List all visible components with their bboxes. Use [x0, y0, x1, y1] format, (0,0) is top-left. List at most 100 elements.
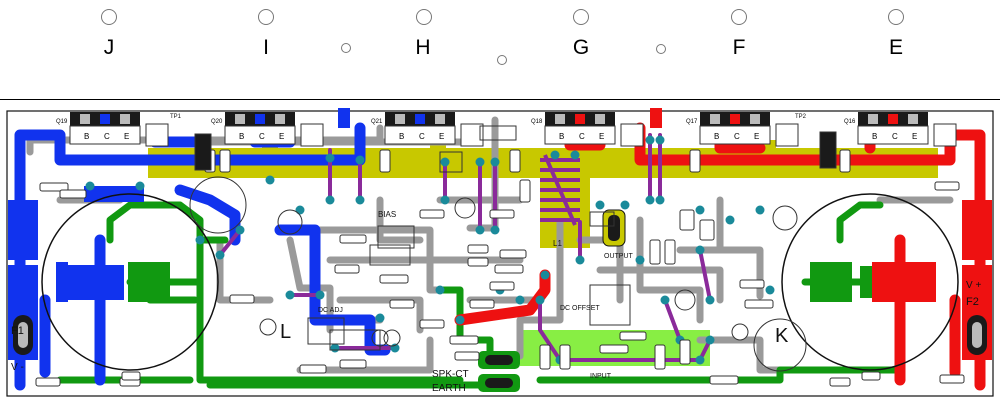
resistor-body: [709, 375, 739, 385]
pad: [725, 215, 735, 225]
component-outline: [479, 125, 517, 141]
pad: [455, 315, 465, 325]
transistor-pin-pad: [120, 114, 130, 124]
pad: [355, 155, 365, 165]
column-letter-e: E: [888, 36, 903, 59]
resistor-body: [339, 359, 367, 369]
resistor-body: [679, 339, 691, 365]
transistor-body: [699, 125, 771, 145]
pad: [645, 195, 655, 205]
mounting-hole: [731, 9, 747, 25]
transistor-pin-pad: [575, 114, 585, 124]
big-label-k: K: [775, 325, 789, 347]
transistor-pin-label: B: [399, 132, 404, 141]
pad: [195, 235, 205, 245]
column-letter-g: G: [572, 36, 590, 59]
emitter-resistor-body: [775, 123, 799, 147]
tp-label-1: TP1: [170, 114, 182, 120]
pad: [695, 205, 705, 215]
transistor-label: Q21: [371, 119, 383, 125]
mounting-hole: [101, 9, 117, 25]
device-outline: [371, 329, 389, 347]
component-outline: [377, 225, 415, 249]
pad: [490, 225, 500, 235]
pad: [235, 225, 245, 235]
mounting-hole: [258, 9, 274, 25]
pad: [330, 343, 340, 353]
resistor-body: [334, 264, 360, 274]
component-outline: [589, 211, 615, 227]
transistor-pin-label: C: [419, 132, 425, 141]
pad: [620, 200, 630, 210]
resistor-body: [689, 149, 701, 173]
bias-label: BIAS: [378, 210, 396, 219]
board-mounting-hole: [731, 323, 749, 341]
transistor-pin-label: B: [714, 132, 719, 141]
pad: [285, 290, 295, 300]
pad: [435, 285, 445, 295]
transistor-pin-pad: [255, 114, 265, 124]
transistor-pin-pad: [750, 114, 760, 124]
pad: [535, 295, 545, 305]
spk-label: SPK-CT: [432, 369, 469, 380]
transistor-pin-label: E: [912, 132, 917, 141]
output-coil-l1: [540, 154, 580, 226]
pad: [440, 157, 450, 167]
output-label: OUTPUT: [604, 253, 634, 260]
resistor-body: [654, 344, 666, 370]
transistor-body: [544, 125, 616, 145]
resistor-body: [839, 149, 851, 173]
transistor-pin-label: C: [259, 132, 265, 141]
resistor-body: [939, 374, 965, 384]
pad: [440, 195, 450, 205]
resistor-body: [389, 299, 415, 309]
negative-rail-blocks: [8, 108, 350, 360]
transistor-pin-pad: [730, 114, 740, 124]
tp-label-2: TP2: [795, 114, 807, 120]
resistor-body: [739, 279, 765, 289]
resistor-body: [299, 364, 327, 374]
mounting-hole: [656, 44, 666, 54]
mounting-hole: [416, 9, 432, 25]
emitter-resistor-body: [300, 123, 324, 147]
board-mounting-hole: [259, 318, 277, 336]
transistor-body: [384, 125, 456, 145]
resistor-body: [539, 344, 551, 370]
pad: [705, 335, 715, 345]
pad: [85, 181, 95, 191]
transistor-pin-label: E: [279, 132, 284, 141]
transistor-pin-pad: [555, 114, 565, 124]
resistor-body: [649, 239, 661, 265]
transistor-pin-label: E: [439, 132, 444, 141]
big-label-l: L: [280, 321, 291, 343]
transistor-body: [224, 125, 296, 145]
pad: [655, 135, 665, 145]
resistor-body: [419, 209, 445, 219]
pad: [515, 295, 525, 305]
transistor-pin-label: C: [892, 132, 898, 141]
pad: [375, 313, 385, 323]
resistor-body: [744, 299, 774, 309]
device-outline: [753, 318, 807, 372]
pad: [575, 255, 585, 265]
transistor-label: Q17: [686, 119, 698, 125]
transistor-pin-label: B: [239, 132, 244, 141]
transistor-pin-pad: [868, 114, 878, 124]
board-outline: [6, 110, 994, 397]
column-letter-j: J: [103, 36, 115, 59]
resistor-body: [469, 299, 495, 309]
transistor-pin-label: E: [124, 132, 129, 141]
transistor-pin-pad: [435, 114, 445, 124]
pad: [595, 200, 605, 210]
resistor-body: [494, 264, 524, 274]
column-letter-h: H: [415, 36, 431, 59]
device-outline: [674, 289, 696, 311]
components: [35, 125, 965, 387]
mounting-hole: [341, 43, 351, 53]
mounting-hole: [573, 9, 589, 25]
mounting-hole: [888, 9, 904, 25]
pad: [540, 270, 550, 280]
